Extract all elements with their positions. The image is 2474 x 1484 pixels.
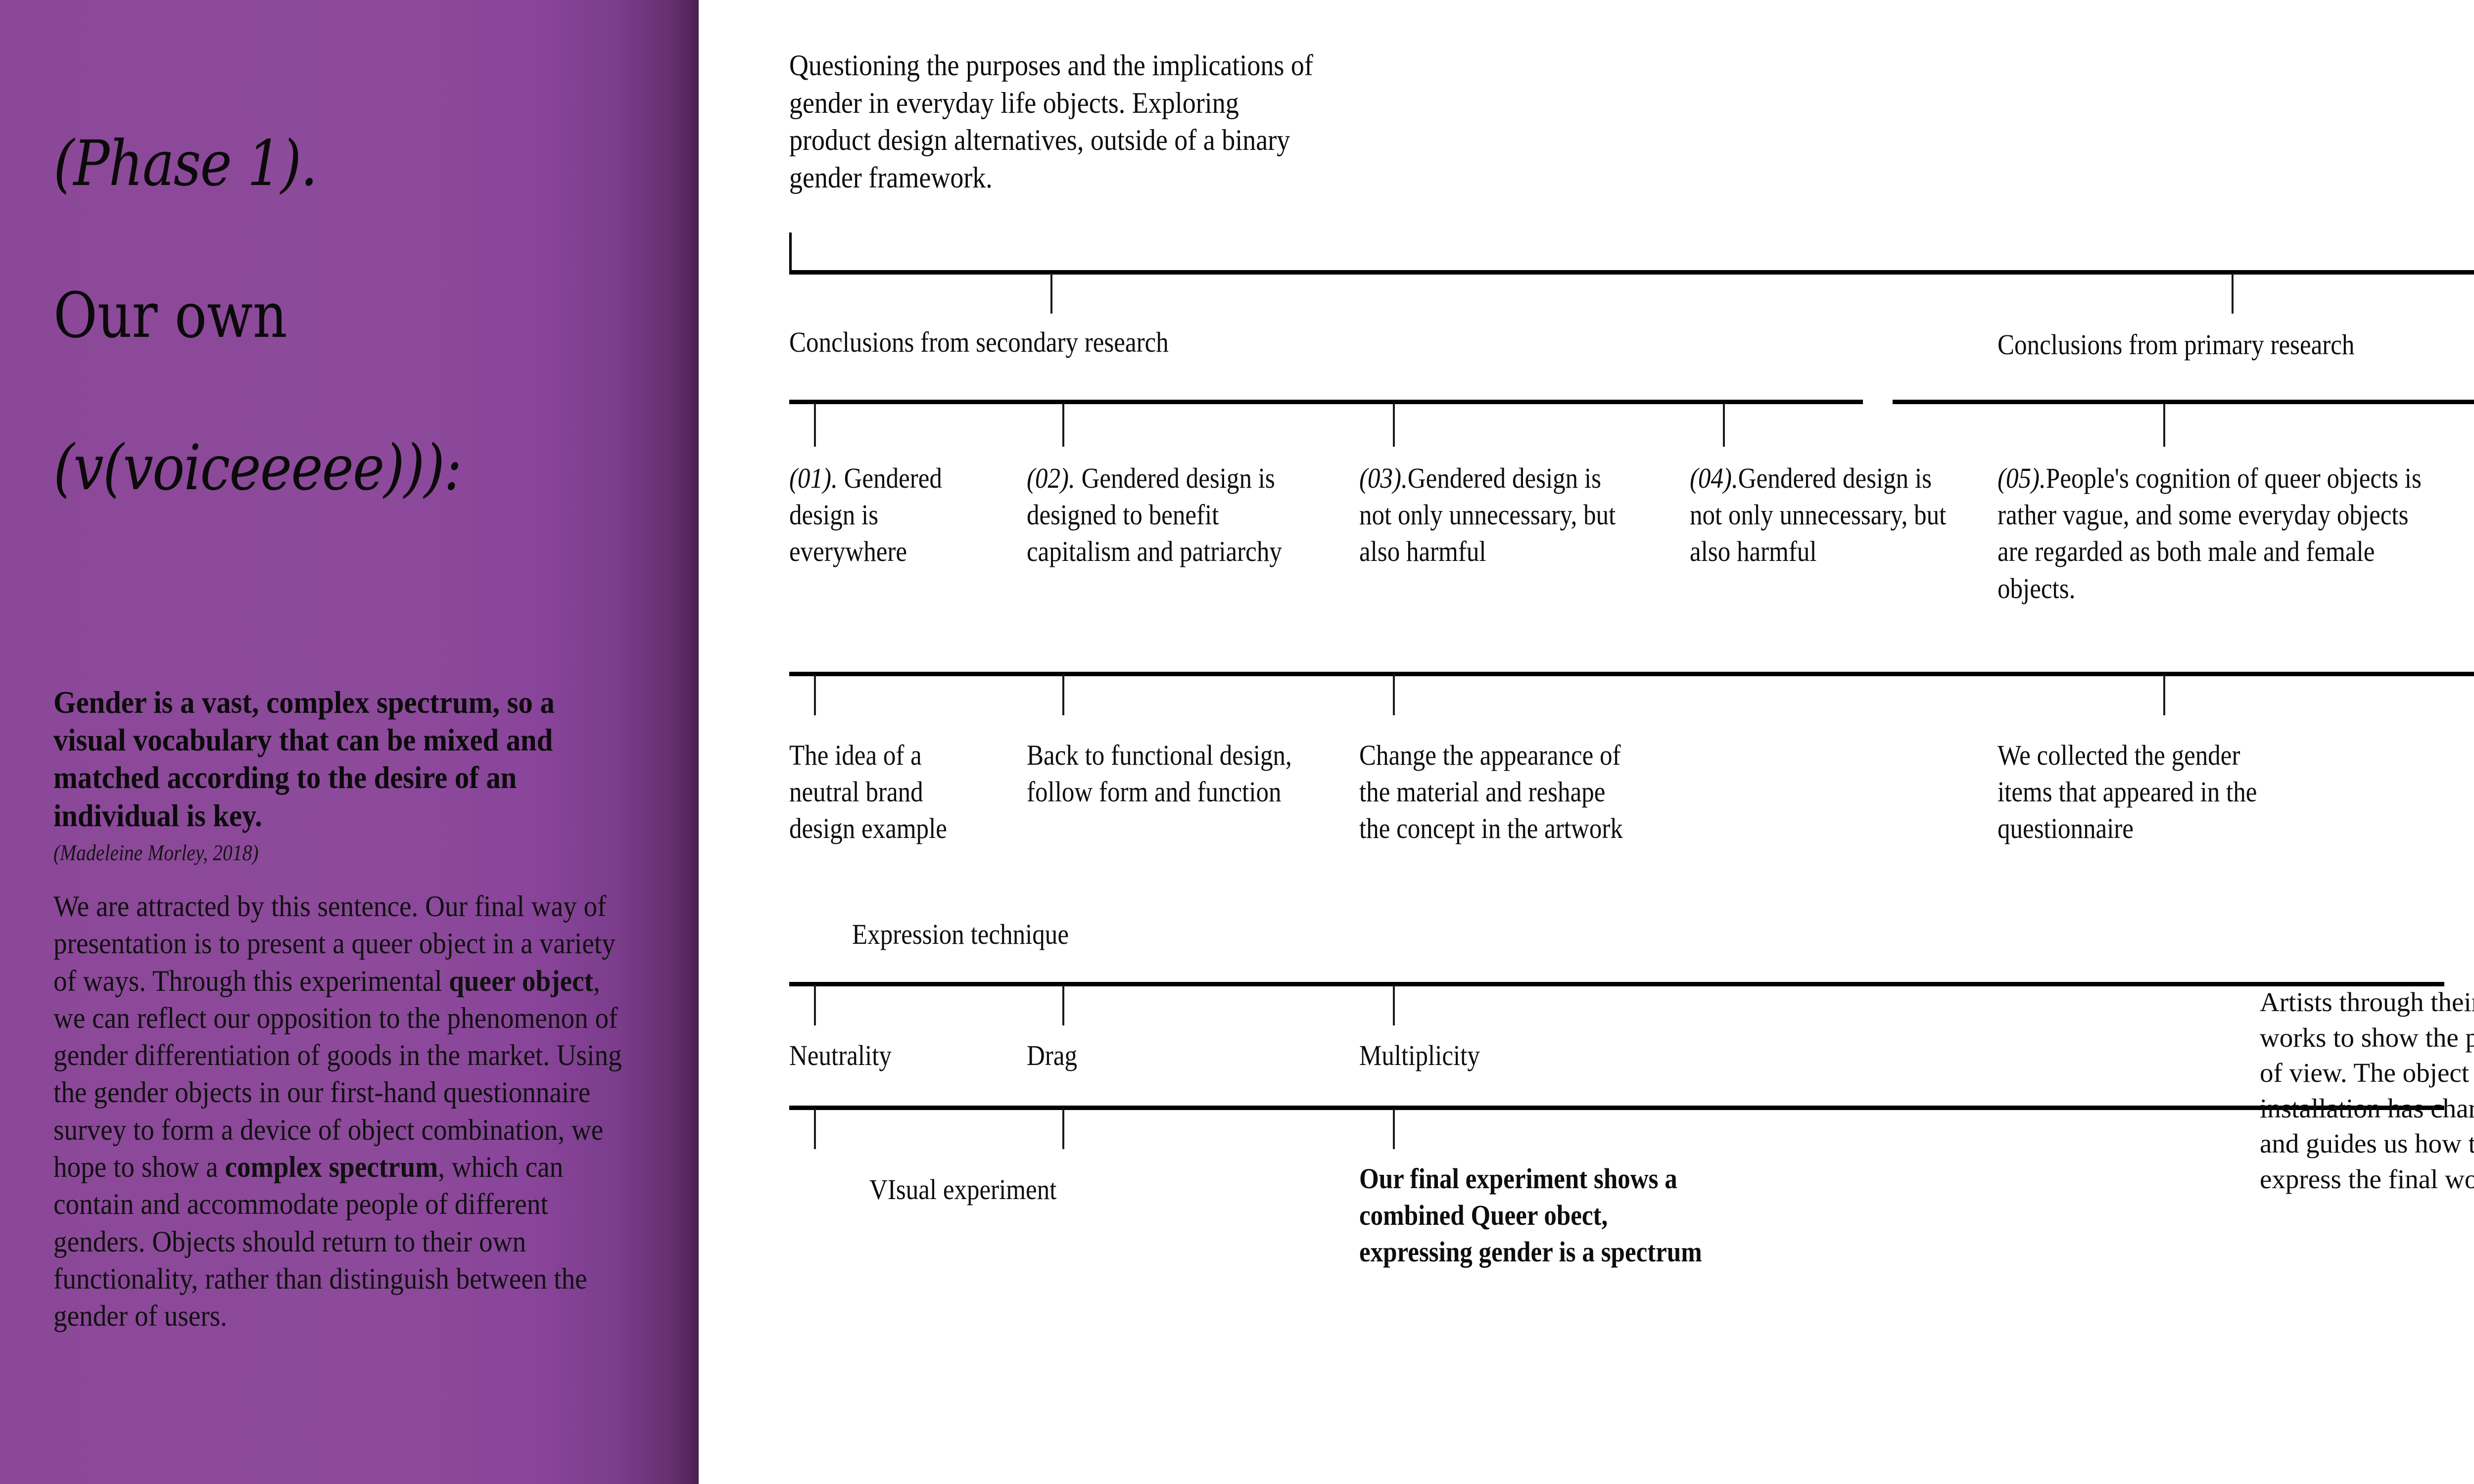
tier2-node-02-text: Gendered design is designed to benefit c… [1027, 462, 1282, 568]
research-map-diagram: Questioning the purposes and the implica… [699, 0, 2474, 1484]
tier4-node-neutrality: Neutrality [789, 1039, 892, 1071]
tier3-node-2: Back to functional design, follow form a… [1027, 739, 1292, 808]
body-copy-emphasis-2: complex spectrum [225, 1151, 438, 1184]
title-line-2: Our own [53, 279, 287, 352]
tier2-node-05: (05).People's cognition of queer objects… [1998, 460, 2433, 607]
body-copy-part-2: , we can reflect our opposition to the p… [53, 964, 622, 1184]
page-title: (Phase 1). Our own (v(voiceeeee))): [53, 49, 598, 582]
tier2-node-02-number: (02). [1027, 462, 1075, 494]
tier3-tick-1 [814, 675, 816, 715]
tier2-bar-primary [1893, 400, 2474, 404]
title-line-1: (Phase 1). [53, 127, 318, 200]
tier1-label-primary-research: Conclusions from primary research [1998, 328, 2355, 361]
tier2-node-03-text: Gendered design is not only unnecessary,… [1359, 462, 1616, 568]
tier5-tick-3 [1393, 1109, 1395, 1149]
tier5-node-visual-experiment: VIsual experiment [869, 1173, 1057, 1206]
tier3-tick-3 [1393, 675, 1395, 715]
tier2-tick-03 [1393, 403, 1395, 447]
diagram-intro-text: Questioning the purposes and the implica… [789, 49, 1313, 194]
tier2-bar-secondary [789, 400, 1863, 404]
tier5-tick-1 [814, 1109, 816, 1149]
tier3-tick-2 [1062, 675, 1064, 715]
tier1-bar [789, 270, 2474, 275]
tier1-root-riser [789, 232, 792, 272]
tier2-tick-04 [1723, 403, 1725, 447]
tier2-node-02: (02). Gendered design is designed to ben… [1027, 460, 1305, 570]
tier4-tick-2 [1062, 985, 1064, 1025]
tier2-node-04-number: (04). [1690, 462, 1738, 494]
tier5-node-final-experiment: Our final experiment shows a combined Qu… [1359, 1162, 1702, 1268]
body-copy-part-3: , which can contain and accommodate peop… [53, 1151, 587, 1333]
tier3-group-label-expression-technique: Expression technique [852, 918, 1069, 950]
tier3-tick-4 [2163, 675, 2165, 715]
tier2-node-03: (03).Gendered design is not only unneces… [1359, 460, 1638, 570]
tier3-bar [789, 672, 2474, 676]
tier5-tick-2 [1062, 1109, 1064, 1149]
tier4-tick-1 [814, 985, 816, 1025]
tier3-node-3: Change the appearance of the material an… [1359, 739, 1623, 845]
tier1-label-secondary-research: Conclusions from secondary research [789, 326, 1169, 358]
tier4-bar [789, 982, 2444, 986]
tier3-node-1: The idea of a neutral brand design examp… [789, 739, 947, 845]
tier4-tick-3 [1393, 985, 1395, 1025]
tier2-tick-05 [2163, 403, 2165, 447]
tier3-node-4: We collected the gender items that appea… [1998, 739, 2257, 845]
tier2-node-01-number: (01). [789, 462, 838, 494]
tier2-node-01-text: Gendered design is everywhere [789, 462, 942, 568]
left-purple-panel: (Phase 1). Our own (v(voiceeeee))): Gend… [0, 0, 699, 1484]
tier1-tick-primary [2232, 273, 2234, 314]
body-copy-emphasis-1: queer object [449, 964, 593, 997]
tier5-bar [789, 1106, 2444, 1110]
tier2-tick-02 [1062, 403, 1064, 447]
tier2-node-04: (04).Gendered design is not only unneces… [1690, 460, 1968, 570]
body-copy-part-1: We are attracted by this sentence. Our f… [53, 890, 616, 997]
tier4-node-drag: Drag [1027, 1039, 1078, 1071]
title-line-3: (v(voiceeeee))): [53, 431, 462, 504]
tier2-tick-01 [814, 403, 816, 447]
pull-quote-block: Gender is a vast, complex spectrum, so a… [53, 684, 667, 866]
tier1-tick-secondary [1050, 273, 1052, 314]
tier2-node-05-number: (05). [1998, 462, 2046, 494]
pull-quote-citation: (Madeleine Morley, 2018) [53, 840, 259, 865]
left-body-copy: We are attracted by this sentence. Our f… [53, 888, 622, 1335]
tier2-node-04-text: Gendered design is not only unnecessary,… [1690, 462, 1947, 568]
side-note-artists: Artists through their works to show the … [2260, 987, 2474, 1194]
tier2-node-03-number: (03). [1359, 462, 1408, 494]
tier2-node-01: (01). Gendered design is everywhere [789, 460, 972, 570]
pull-quote-text: Gender is a vast, complex spectrum, so a… [53, 685, 555, 833]
tier4-node-multiplicity: Multiplicity [1359, 1039, 1480, 1071]
tier2-node-05-text: People's cognition of queer objects is r… [1998, 462, 2422, 604]
